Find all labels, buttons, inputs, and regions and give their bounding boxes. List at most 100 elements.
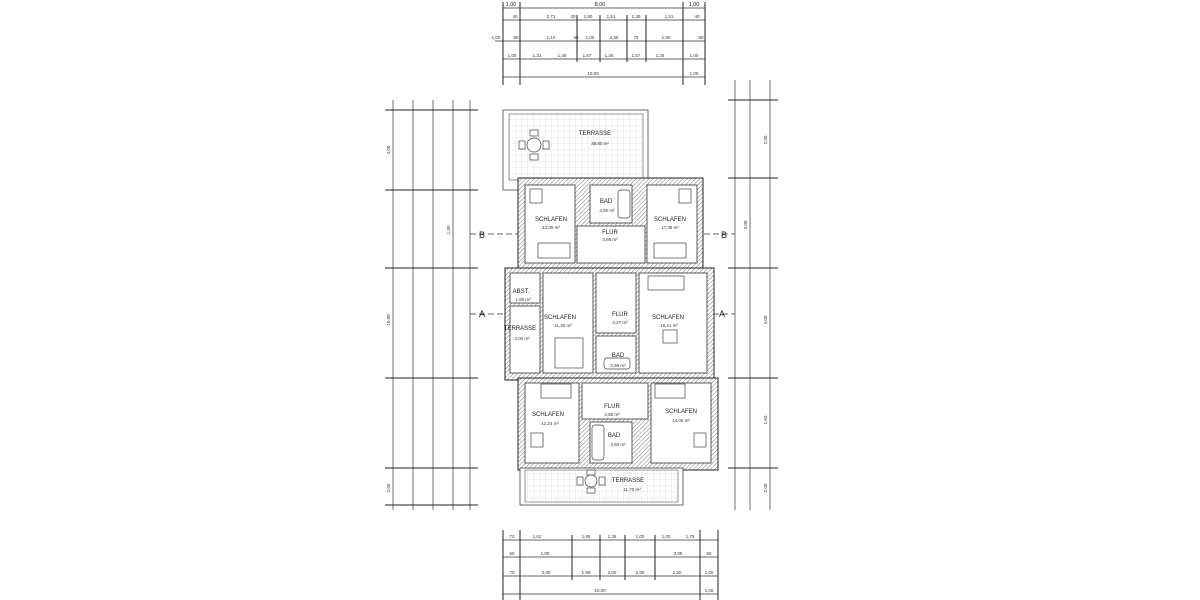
- dim-text: 40: [694, 14, 700, 19]
- top-dimension-chains: 1,00 8,00 1,00 40 2,71 20 1,80 1,51 1,30…: [492, 2, 706, 85]
- room-area: 1,85 m²: [515, 297, 531, 302]
- dim-text: 1,00: [506, 2, 517, 8]
- dim-text: 1,00: [662, 534, 671, 539]
- section-a-right: A: [719, 309, 725, 319]
- room-name: SCHLAFEN: [535, 217, 567, 223]
- dim-text: 2,71: [547, 14, 556, 19]
- dim-text: 4,00: [763, 315, 768, 324]
- dim-text: 1,31: [533, 53, 542, 58]
- top-unit: SCHLAFEN 13,05 m² BAD 4,50 m² FLUR 3,86 …: [517, 177, 704, 271]
- dim-text: 3,30: [542, 570, 551, 575]
- dim-text: 70: [509, 570, 515, 575]
- dim-text: 60: [509, 551, 515, 556]
- dim-text: 1,00: [705, 570, 714, 575]
- dim-text: 2,50: [610, 35, 619, 40]
- room-area: 16,41 m²: [660, 323, 678, 328]
- dim-text: 1,50: [446, 225, 451, 234]
- dim-text: 50: [573, 35, 579, 40]
- dim-text: 1,26: [605, 53, 614, 58]
- dim-text: 1,60: [763, 415, 768, 424]
- top-terrace: TERRASSE 38,80 m²: [502, 109, 649, 191]
- room-area: 11,30 m²: [554, 323, 572, 328]
- room-name: SCHLAFEN: [654, 217, 686, 223]
- dim-text: 80: [698, 35, 704, 40]
- dim-text: 1,26: [558, 53, 567, 58]
- section-b-right: B: [721, 230, 727, 240]
- dim-text: 10,00: [587, 71, 599, 76]
- middle-unit: ABST. 1,85 m² TERRASSE 3,00 m² SCHLAFEN …: [504, 267, 715, 381]
- room-name: TERRASSE: [504, 326, 536, 332]
- room-area: 14,06 m²: [672, 418, 690, 423]
- dim-text: 1,51: [665, 14, 674, 19]
- dim-text: 2,50: [673, 570, 682, 575]
- dim-text: 10,00: [594, 588, 606, 593]
- dim-text: 1,00: [689, 2, 700, 8]
- room-area: 3,86 m²: [602, 237, 618, 242]
- dim-text: 1,00: [636, 534, 645, 539]
- dim-text: 20: [570, 14, 576, 19]
- room-area: 3,27 m²: [612, 320, 628, 325]
- section-b-left: B: [479, 230, 485, 240]
- dim-text: 1,26: [608, 534, 617, 539]
- dim-text: 1,26: [656, 53, 665, 58]
- room-name: SCHLAFEN: [665, 409, 697, 415]
- dim-text: 1,80: [584, 14, 593, 19]
- bottom-terrace: TERRASSE 11,70 m²: [519, 467, 684, 506]
- dim-text: 2,60: [636, 570, 645, 575]
- dim-text: 2,00: [763, 135, 768, 144]
- room-name: BAD: [608, 433, 621, 439]
- room-area: 3,56 m²: [604, 412, 620, 417]
- dim-text: 1,00: [541, 551, 550, 556]
- dim-text: 1,75: [686, 534, 695, 539]
- dim-text: 10,00: [386, 314, 391, 326]
- room-name: TERRASSE: [612, 478, 644, 484]
- room-area: 17,35 m²: [661, 225, 679, 230]
- dim-text: 1,00: [508, 53, 517, 58]
- room-name: FLUR: [604, 404, 620, 410]
- dim-text: 1,00: [690, 71, 699, 76]
- room-area: 13,05 m²: [542, 225, 560, 230]
- room-name: TERRASSE: [579, 131, 611, 137]
- dim-text: 75: [633, 35, 639, 40]
- dim-text: 3,00: [743, 220, 748, 229]
- room-name: BAD: [612, 353, 625, 359]
- room-name: SCHLAFEN: [532, 412, 564, 418]
- dim-text: 1,57: [632, 53, 641, 58]
- table-chairs-icon: [518, 129, 550, 161]
- room-name: SCHLAFEN: [544, 315, 576, 321]
- dim-text: 1,30: [632, 14, 641, 19]
- dim-text: 1,62: [533, 534, 542, 539]
- section-a-left: A: [479, 309, 485, 319]
- room-area: 4,50 m²: [599, 208, 615, 213]
- dim-text: 40: [512, 14, 518, 19]
- room-area: 2,96 m²: [610, 363, 626, 368]
- dim-text: 1,57: [583, 53, 592, 58]
- room-area: 4,50 m²: [610, 442, 626, 447]
- table-chairs-icon: [576, 469, 606, 494]
- room-area: 38,80 m²: [591, 141, 609, 146]
- dim-text: 2,00: [763, 483, 768, 492]
- room-area: 11,70 m²: [623, 487, 641, 492]
- room-name: FLUR: [612, 312, 628, 318]
- dim-text: 80: [513, 35, 519, 40]
- dim-text: 1,90: [662, 35, 671, 40]
- dim-text: 8,00: [595, 2, 606, 8]
- dim-text: 1,10: [547, 35, 556, 40]
- room-name: FLUR: [602, 230, 618, 236]
- dim-text: 2,50: [386, 483, 391, 492]
- dim-text: 1,95: [582, 534, 591, 539]
- room-name: BAD: [600, 199, 613, 205]
- room-name: SCHLAFEN: [652, 315, 684, 321]
- dim-text: 4,00: [386, 145, 391, 154]
- dim-text: 1,00: [705, 588, 714, 593]
- side-dimension-chains: 4,00 1,50 10,00 2,50 2,00 3,00 4,00 1,60…: [385, 80, 778, 510]
- bottom-unit: SCHLAFEN 12,24 m² FLUR 3,56 m² BAD 4,50 …: [517, 377, 719, 471]
- dim-text: 1,51: [607, 14, 616, 19]
- dim-text: 70: [509, 534, 515, 539]
- bottom-dimension-chains: 70 1,62 1,95 1,26 1,00 1,00 1,75 60 1,00…: [502, 530, 719, 600]
- dim-text: 1,00: [690, 53, 699, 58]
- room-name: ABST.: [513, 289, 530, 295]
- dim-text: 2,00: [608, 570, 617, 575]
- dim-text: 1,90: [582, 570, 591, 575]
